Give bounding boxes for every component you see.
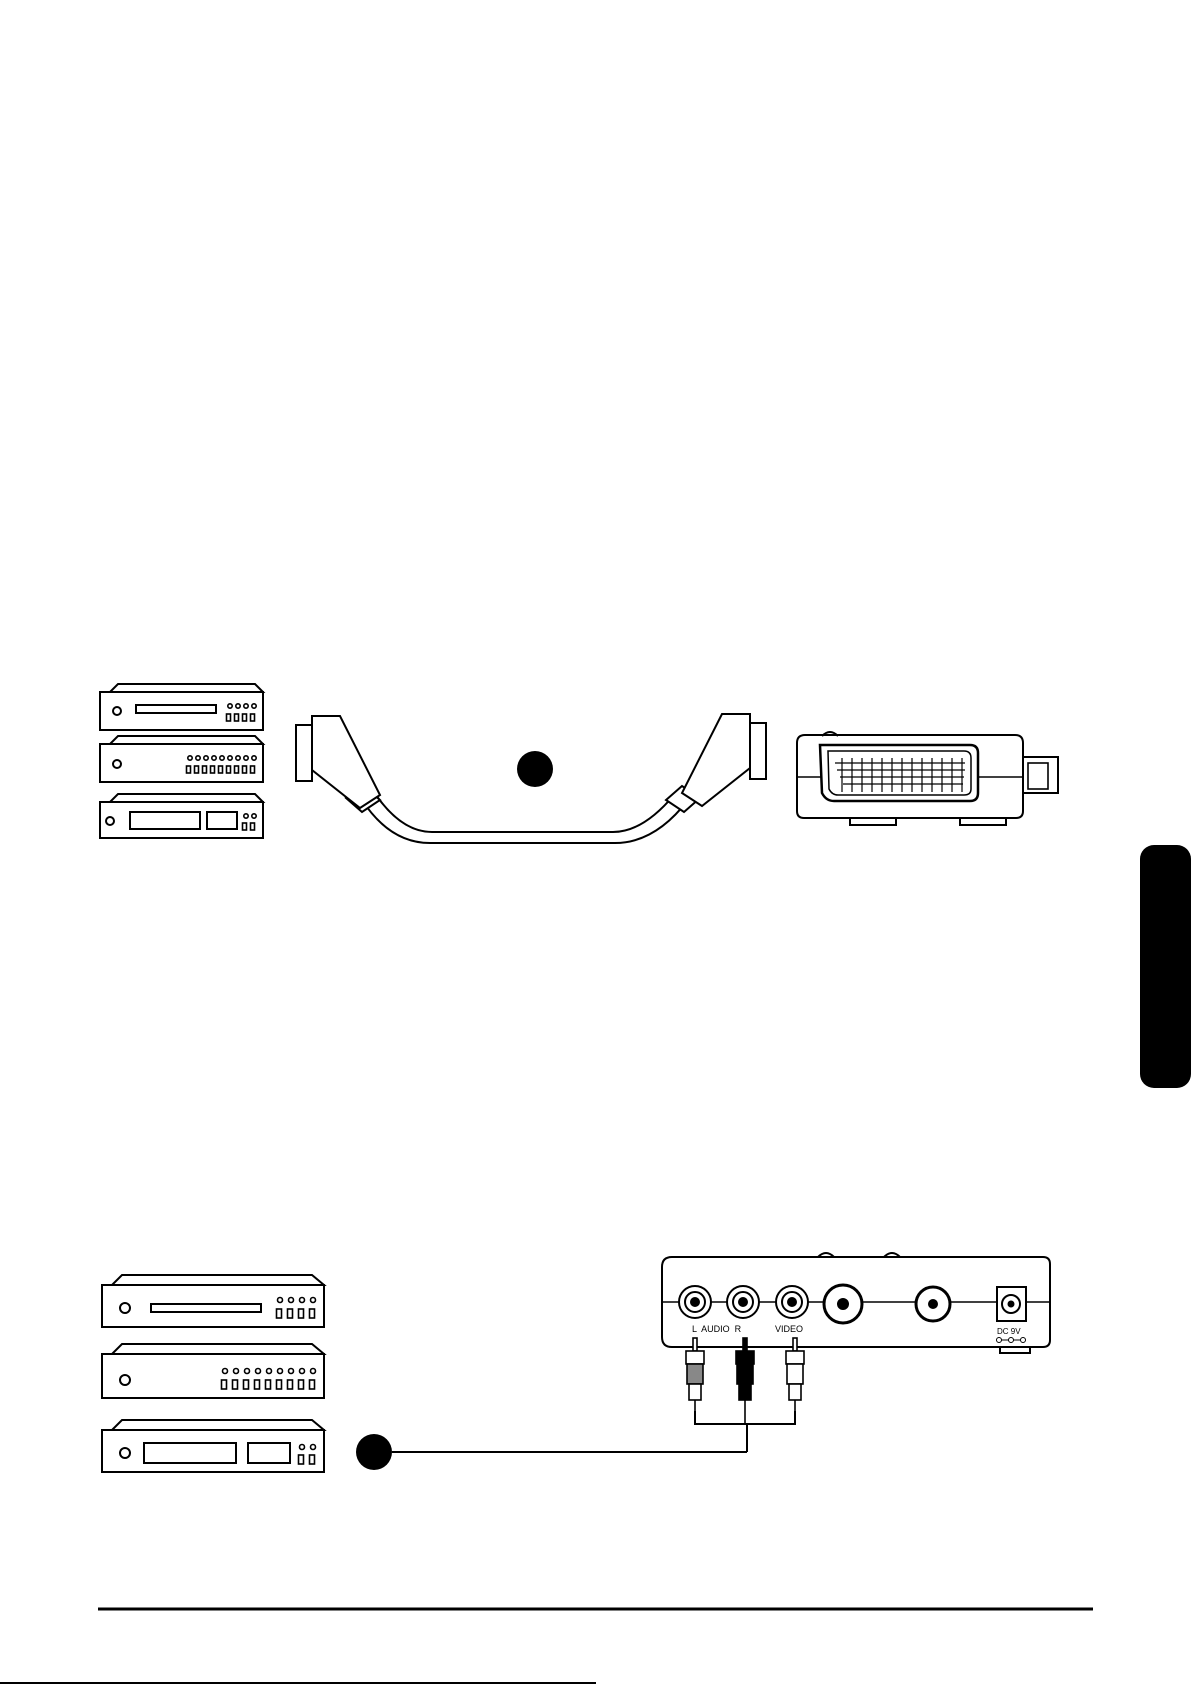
audio-jack-label: L AUDIO R	[692, 1324, 742, 1334]
callout-marker-2	[356, 1434, 392, 1470]
av-device-icon-receiver-2	[102, 1344, 324, 1398]
av-device-icon-dvd	[100, 684, 263, 730]
scart-cable	[346, 786, 700, 843]
av-device-icon-dvd-2	[102, 1275, 324, 1327]
receiver-scart-side	[797, 732, 1058, 825]
video-jack-label: VIDEO	[775, 1324, 803, 1334]
av-device-icon-vcr	[100, 794, 263, 838]
rca-plug-video	[786, 1338, 804, 1411]
receiver-rear-panel	[662, 1253, 1050, 1353]
side-tab	[1140, 845, 1191, 1088]
rca-plug-left	[686, 1338, 704, 1411]
scart-connector-right	[682, 714, 766, 806]
rca-plug-right	[736, 1338, 754, 1424]
scart-connector-left	[296, 716, 380, 808]
dc-jack-label: DC 9V	[997, 1327, 1021, 1336]
av-device-icon-vcr-2	[102, 1420, 324, 1472]
callout-marker-1	[517, 751, 553, 787]
av-device-icon-receiver	[100, 736, 263, 782]
